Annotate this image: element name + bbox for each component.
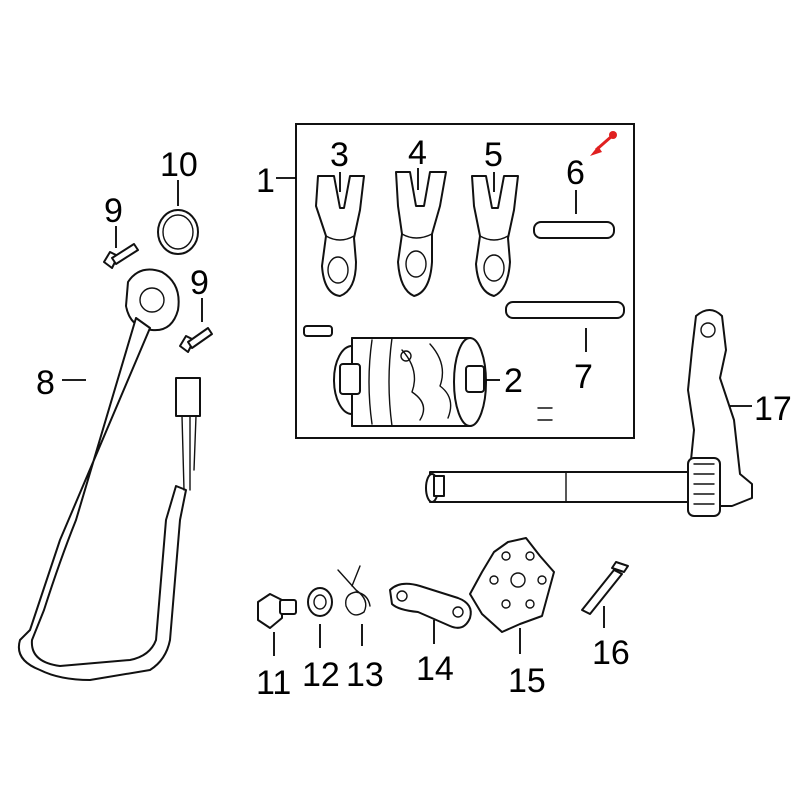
callout-12: 12 — [302, 656, 340, 694]
small-clips — [537, 407, 553, 421]
spring-13[interactable] — [337, 565, 371, 616]
shift-shaft-17[interactable] — [425, 309, 753, 517]
callout-3: 3 — [330, 136, 349, 174]
callout-6: 6 — [566, 154, 585, 192]
callout-5: 5 — [484, 136, 503, 174]
callout-13: 13 — [346, 656, 384, 694]
small-pin — [303, 325, 333, 337]
washer-12[interactable] — [307, 587, 333, 617]
highlight-arrow — [590, 131, 617, 156]
callout-11: 11 — [256, 664, 291, 702]
shift-fork-3[interactable] — [315, 175, 365, 297]
callout-2: 2 — [504, 362, 523, 400]
shift-rod-7[interactable] — [505, 301, 625, 319]
callout-14: 14 — [416, 650, 454, 688]
bolt-11[interactable] — [257, 593, 297, 629]
callout-1: 1 — [256, 162, 275, 200]
bolt-16[interactable] — [581, 561, 629, 615]
callout-9-top: 9 — [104, 192, 123, 230]
shift-drum-2[interactable] — [333, 337, 487, 427]
callout-9-bottom: 9 — [190, 264, 209, 302]
bolt-9-bottom[interactable] — [179, 327, 213, 353]
assembly-box-1 — [295, 123, 635, 439]
callout-17: 17 — [754, 390, 792, 428]
callout-4: 4 — [408, 134, 427, 172]
callout-8: 8 — [36, 364, 55, 402]
callout-10: 10 — [160, 146, 198, 184]
callout-7: 7 — [574, 358, 593, 396]
lever-14[interactable] — [389, 582, 472, 629]
star-cam-15[interactable] — [469, 537, 555, 633]
bolt-9-top[interactable] — [103, 243, 139, 269]
sensor-harness-8[interactable] — [18, 268, 201, 681]
pin-6[interactable] — [533, 221, 615, 239]
callout-15: 15 — [508, 662, 546, 700]
shift-fork-4[interactable] — [395, 171, 447, 297]
shift-fork-5[interactable] — [471, 175, 519, 297]
callout-16: 16 — [592, 634, 630, 672]
oring-10[interactable] — [157, 209, 199, 255]
